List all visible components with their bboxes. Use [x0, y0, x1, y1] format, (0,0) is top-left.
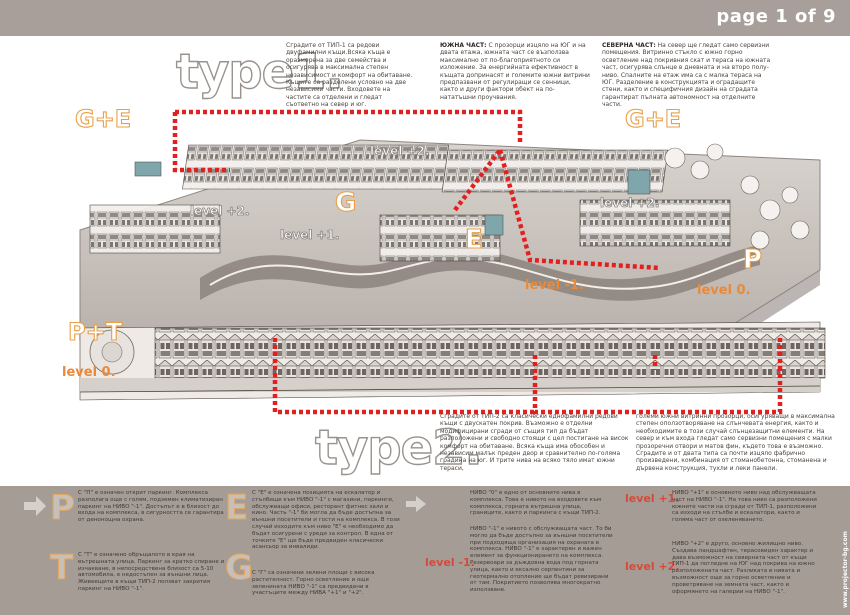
south-part-text: С прозорци изцяло на ЮГ и на двата етажа… — [440, 42, 590, 101]
legend-level-minus1-label: level -1. — [425, 556, 475, 569]
type1-description: Сградите от ТИП-1 са редови двуфамилни к… — [286, 42, 413, 109]
legend-level0-text: НИВО "0" е едно от основните нива в комп… — [470, 490, 602, 517]
label-level-plus2-left: level +2. — [190, 204, 250, 219]
north-part-text: На север ще гледат само сервизни помещен… — [602, 42, 771, 109]
legend-letter-t: T — [49, 548, 74, 589]
site-plan: G+E G+E level +2. level +2. level +2. le… — [60, 100, 830, 440]
legend-letter-g: G — [225, 548, 254, 589]
legend-t-text: С "Т" е означено обръщалото в края на въ… — [78, 552, 225, 592]
legend-band: P С "П" е означен открит паркинг. Компле… — [0, 486, 850, 615]
website-url: www.projector-bg.com — [834, 490, 849, 610]
type2-description: Сградите от ТИП-2 са класически еднофами… — [440, 413, 629, 472]
arrow-right-icon — [406, 496, 426, 512]
type1-title: type1. — [175, 43, 344, 100]
north-part-description: СЕВЕРНА ЧАСТ: На север ще гледат само се… — [602, 42, 772, 109]
north-part-title: СЕВЕРНА ЧАСТ: — [602, 42, 656, 49]
label-level-0-right: level 0. — [697, 283, 751, 298]
type2-description-continued: големи южни витринни прозорци, осигурява… — [636, 413, 835, 472]
label-p-plus-t: P+T — [67, 317, 123, 346]
label-p: P — [742, 244, 763, 275]
label-level-0-left: level 0. — [62, 365, 116, 380]
legend-level-plus2-text: НИВО "+2" е друго, основно жилищно ниво.… — [672, 541, 815, 595]
site-plan-drawing — [79, 109, 826, 415]
label-e: E — [464, 224, 483, 255]
type2-title: type2. — [314, 419, 483, 476]
label-g: G — [334, 187, 357, 218]
legend-g-text: С "Г" са означени зелени площи с висока … — [252, 570, 375, 597]
south-part-title: ЮЖНА ЧАСТ: — [440, 42, 487, 49]
page-number-label: page 1 of 9 — [716, 6, 836, 27]
legend-level-minus1-text: НИВО "-1" е нивото с обслужващата част. … — [470, 526, 613, 594]
header-band: page 1 of 9 — [0, 0, 850, 36]
label-level-plus2-right: level +2. — [600, 196, 660, 211]
legend-e-text: С "Е" е означена позицията на ескалатор … — [252, 490, 400, 551]
label-ge-left: G+E — [74, 104, 132, 133]
legend-letter-p: P — [50, 488, 76, 529]
label-ge-right: G+E — [624, 104, 682, 133]
label-level-plus1: level +1. — [280, 228, 340, 243]
legend-letter-e: E — [224, 488, 249, 529]
legend-level-plus1-label: level +1. — [625, 492, 680, 505]
south-part-description: ЮЖНА ЧАСТ: С прозорци изцяло на ЮГ и на … — [440, 42, 590, 101]
website-url-text: www.projector-bg.com — [842, 531, 849, 608]
legend-level-plus2-label: level +2. — [625, 560, 680, 573]
label-level-plus2-top: level +2. — [370, 144, 430, 159]
legend-p-text: С "П" е означен открит паркинг. Комплекс… — [78, 490, 224, 524]
label-level-minus1: level -1. — [525, 278, 584, 293]
arrow-right-icon — [24, 496, 46, 516]
legend-level-plus1-text: НИВО "+1" е основното ниво над обслужващ… — [672, 490, 817, 524]
